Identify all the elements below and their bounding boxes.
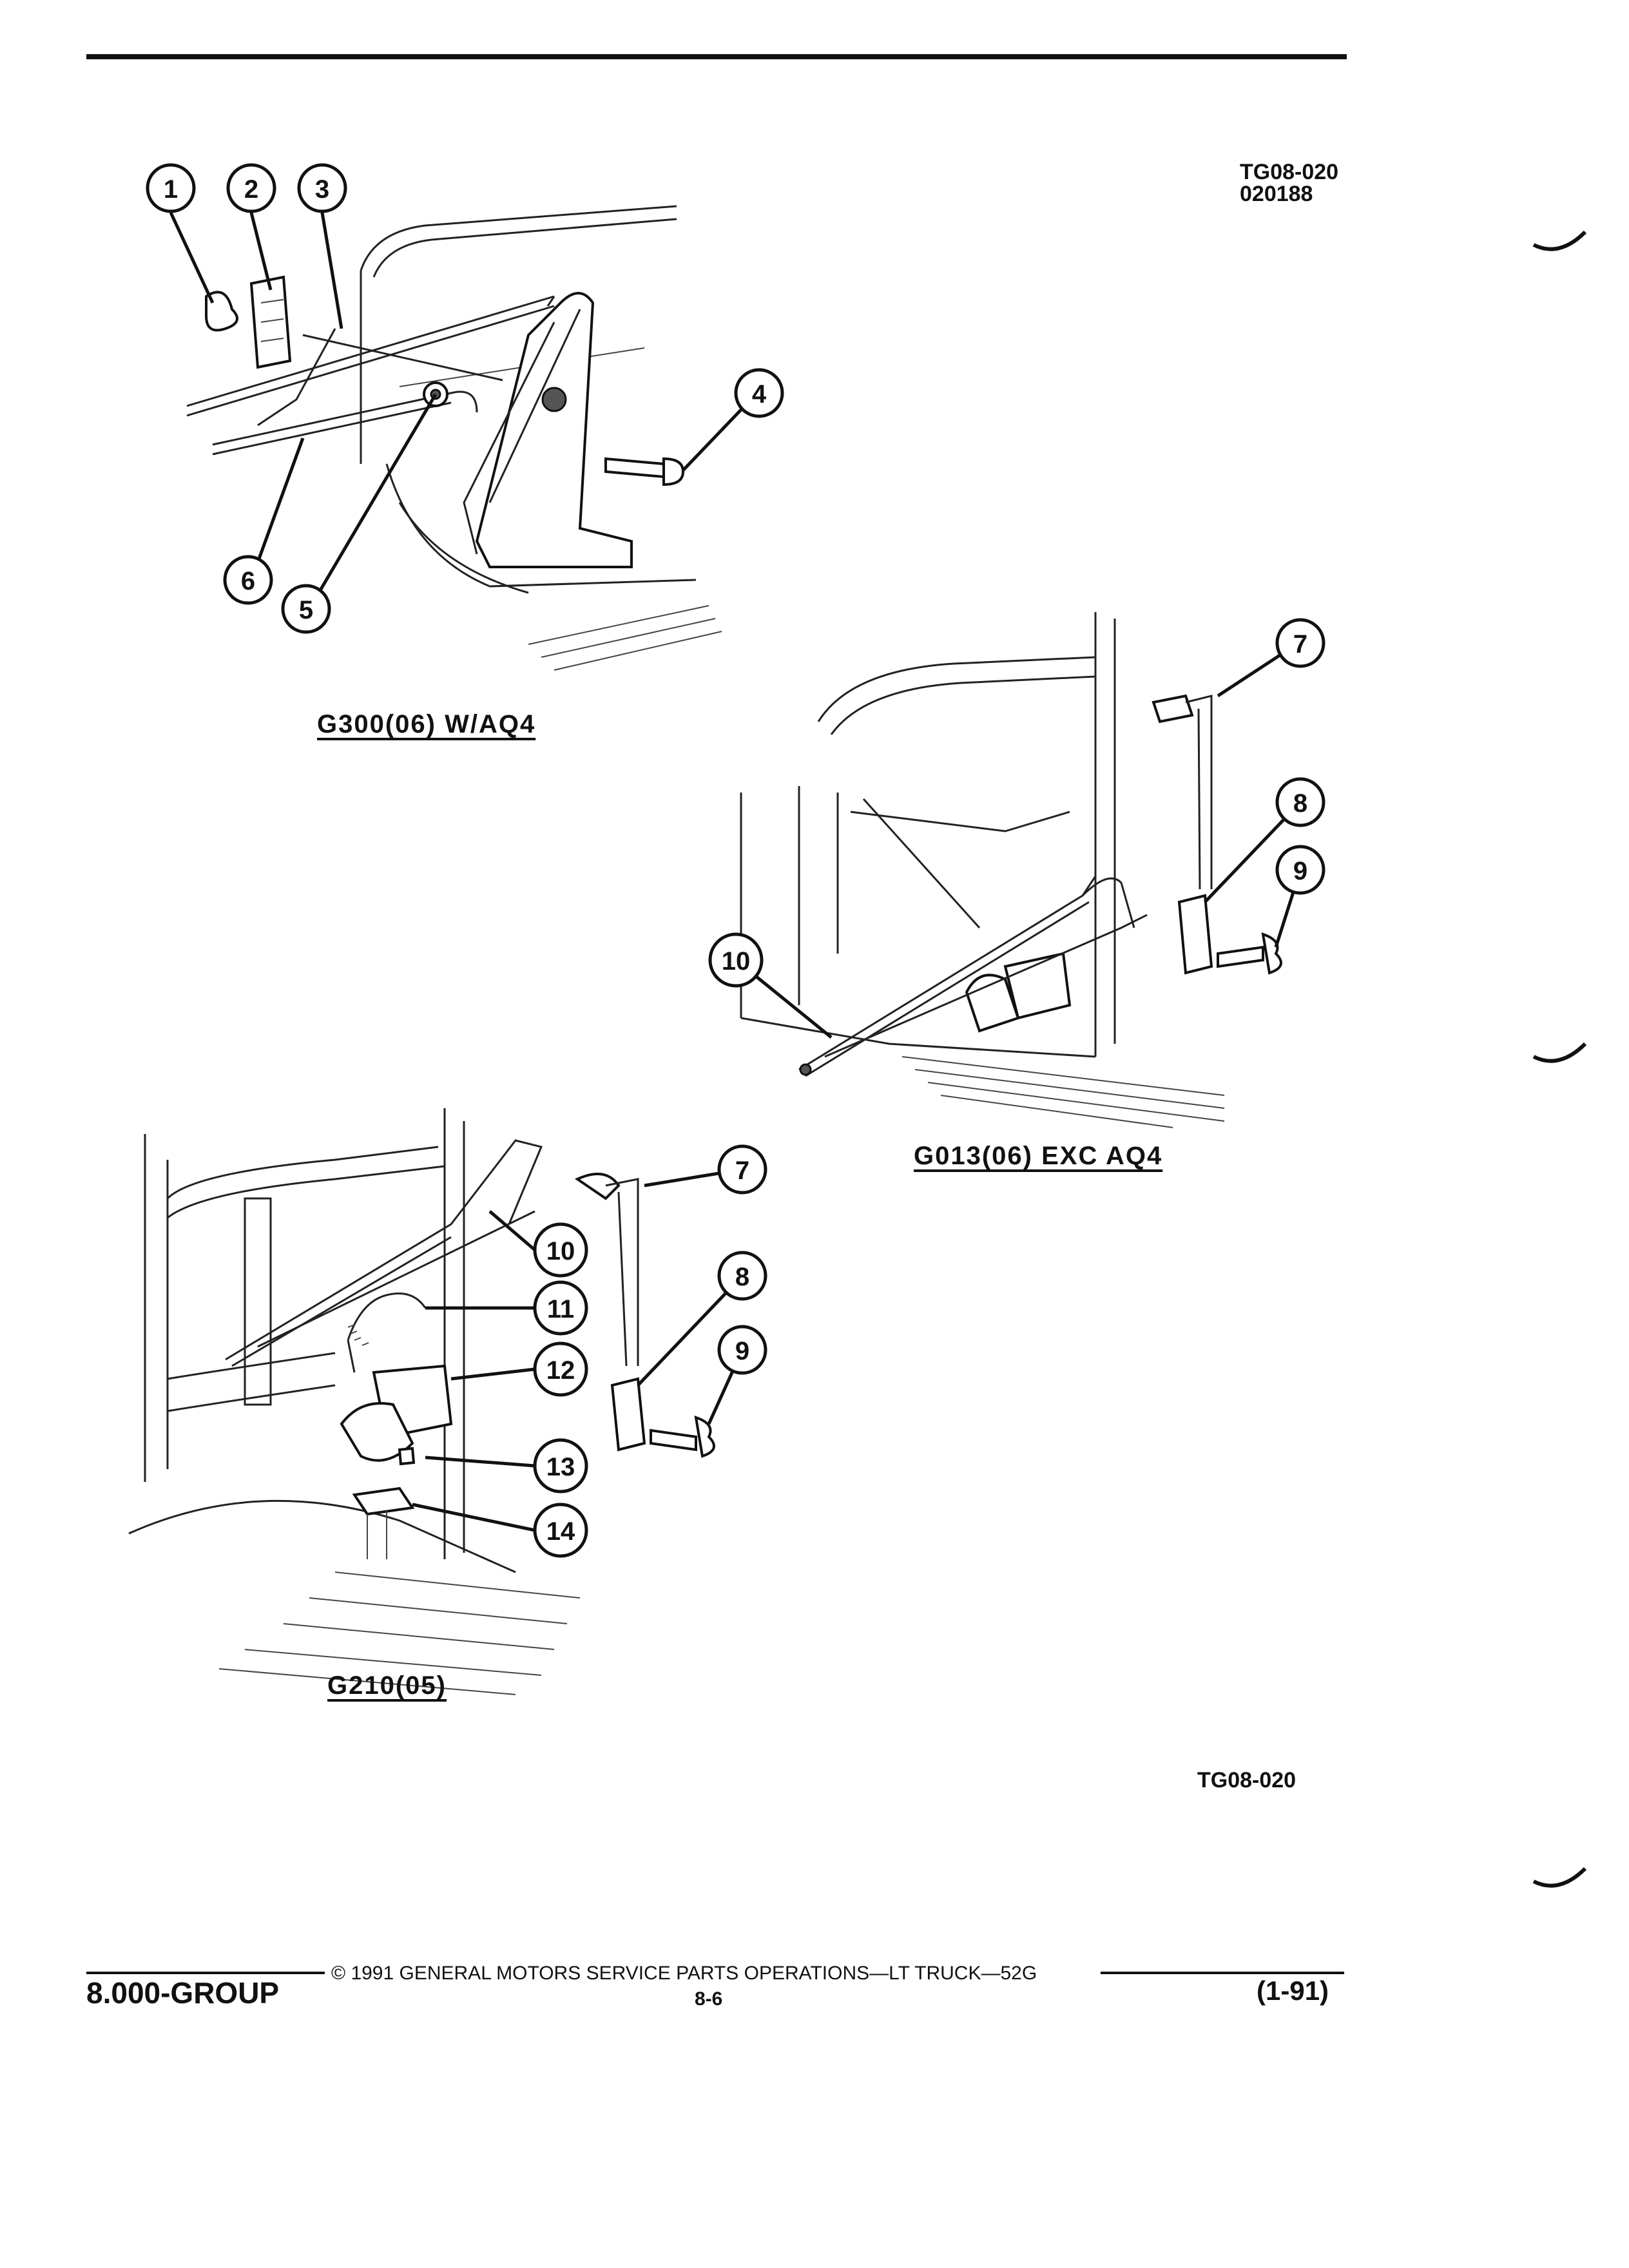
callout-14-number: 14: [546, 1517, 575, 1546]
callout-13-number: 13: [546, 1453, 575, 1481]
callout-2: 2: [226, 163, 276, 213]
callout-8a-number: 8: [1293, 789, 1307, 818]
callout-5-number: 5: [299, 596, 313, 624]
callout-4-number: 4: [752, 380, 767, 408]
figure-reference-header: TG08-020 020188: [1240, 161, 1338, 205]
footer-copyright: © 1991 GENERAL MOTORS SERVICE PARTS OPER…: [331, 1963, 1037, 1984]
figure-b-drawing: [735, 612, 1302, 1128]
callout-9b-number: 9: [735, 1337, 749, 1365]
top-rule: [86, 54, 1347, 59]
callout-7b: 7: [717, 1144, 767, 1195]
callout-3-number: 3: [315, 175, 329, 204]
callout-4: 4: [734, 368, 784, 418]
footer-page-number: 8-6: [695, 1988, 723, 2010]
callout-7a: 7: [1275, 618, 1325, 668]
figure-c-caption: G210(05): [327, 1671, 447, 1700]
callout-10a: 10: [708, 932, 764, 988]
footer-date: (1-91): [1257, 1975, 1329, 2006]
figure-code: TG08-020: [1240, 160, 1339, 184]
callout-10b: 10: [533, 1222, 588, 1278]
callout-6-number: 6: [241, 567, 255, 595]
callout-13: 13: [533, 1438, 588, 1494]
scan-marks: [1532, 230, 1587, 1888]
callout-10b-number: 10: [546, 1237, 575, 1265]
callout-8a: 8: [1275, 777, 1325, 827]
callout-12-number: 12: [546, 1356, 575, 1385]
callout-5: 5: [281, 584, 331, 634]
callout-12: 12: [533, 1341, 588, 1397]
callout-14: 14: [533, 1503, 588, 1558]
callout-10a-number: 10: [722, 947, 751, 975]
callout-1-number: 1: [164, 175, 178, 204]
callout-7b-number: 7: [735, 1157, 749, 1185]
callout-7a-number: 7: [1293, 630, 1307, 658]
footer-rule-right: [1101, 1972, 1344, 1974]
callout-11-number: 11: [547, 1295, 574, 1323]
footer-group: 8.000-GROUP: [86, 1976, 280, 2010]
figure-a-drawing: [169, 205, 755, 671]
callout-9a: 9: [1275, 845, 1325, 895]
callout-9b: 9: [717, 1325, 767, 1375]
callout-6: 6: [223, 555, 273, 605]
callout-11: 11: [533, 1280, 588, 1336]
callout-9a-number: 9: [1293, 857, 1307, 885]
figure-reference-bottom: TG08-020: [1197, 1768, 1296, 1792]
callout-8b: 8: [717, 1251, 767, 1301]
figure-c-drawing: [128, 1108, 744, 1695]
figure-a-caption: G300(06) W/AQ4: [317, 710, 536, 738]
callout-8b-number: 8: [735, 1263, 749, 1291]
footer-rule-left: [86, 1972, 325, 1974]
figure-date-code: 020188: [1240, 182, 1313, 206]
callout-1: 1: [146, 163, 196, 213]
figure-b-caption: G013(06) EXC AQ4: [914, 1142, 1163, 1170]
callout-2-number: 2: [244, 175, 258, 204]
callout-3: 3: [297, 163, 347, 213]
